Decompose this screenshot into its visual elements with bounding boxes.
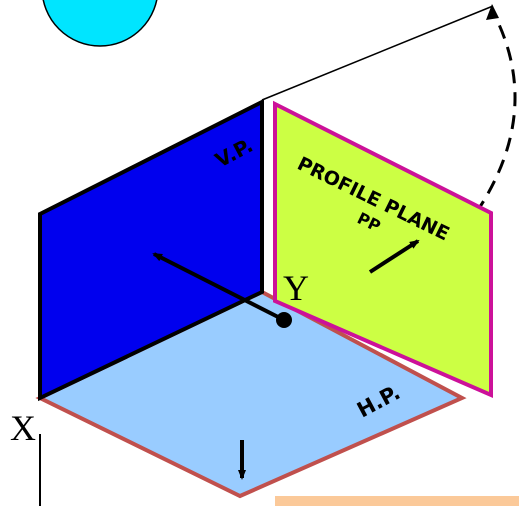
- profile-plane: [273, 100, 493, 399]
- rotation-arc: [474, 9, 517, 214]
- vertical-plane: [38, 98, 264, 402]
- arrow-origin-dot: [276, 312, 292, 328]
- rotation-arc-arrowhead: [486, 4, 499, 20]
- vertical-plane-arrow: [152, 252, 285, 322]
- eye-circle: [42, 0, 158, 47]
- profile-plane-arrow: [368, 239, 420, 274]
- reference-line: [261, 5, 494, 101]
- x-axis-label: X: [10, 408, 36, 448]
- caption-box: [275, 496, 519, 506]
- y-axis-label: Y: [283, 268, 309, 308]
